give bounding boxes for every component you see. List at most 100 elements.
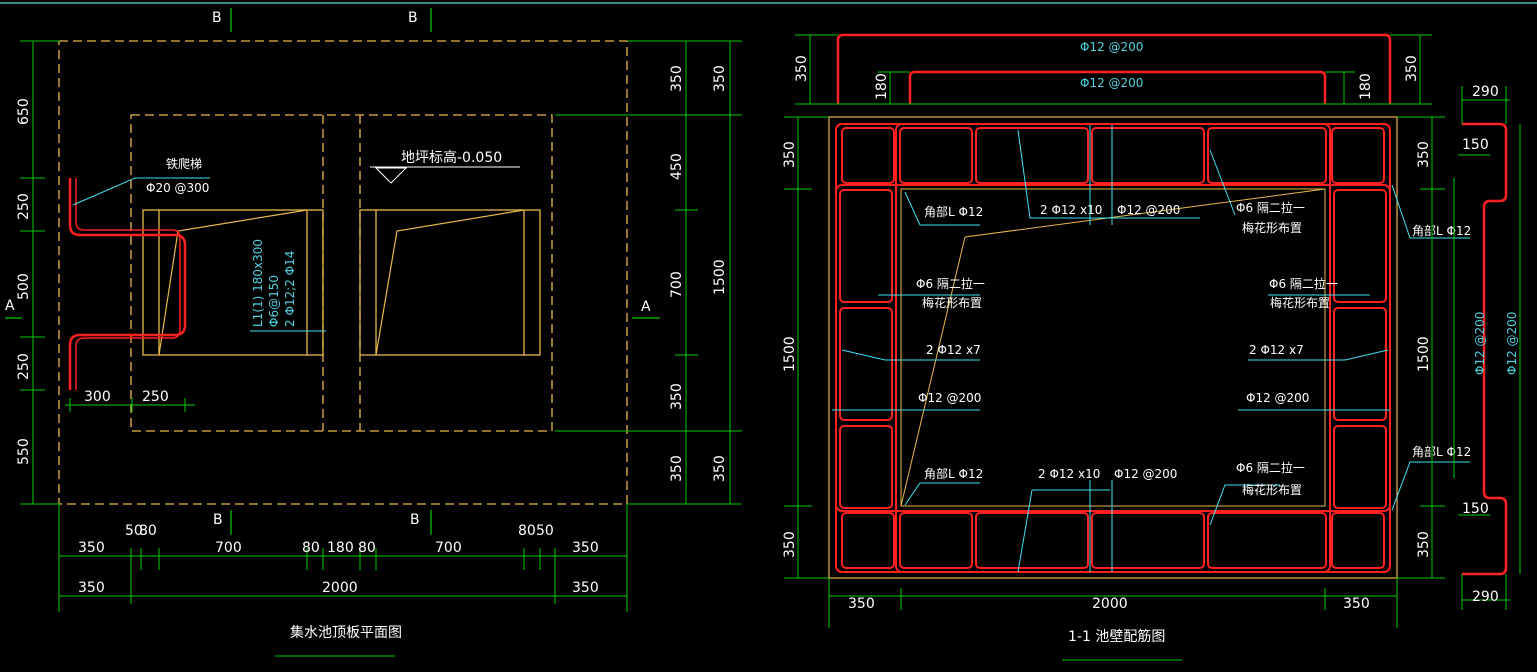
- tie-left-2: 梅花形布置: [922, 295, 982, 310]
- section-left-dims: [784, 116, 829, 579]
- section-bottom-dim-2000: 2000: [1092, 596, 1128, 612]
- section-diagonal-outline: [900, 236, 966, 507]
- section-mark-a-left: A: [5, 298, 22, 319]
- section-mark-b-bottom-right: B: [410, 510, 432, 535]
- ladder-label: 铁爬梯: [166, 157, 202, 171]
- section-title: 1-1 池壁配筋图: [1068, 628, 1165, 645]
- top-bar-outer-label: Φ12 @200: [1080, 40, 1143, 54]
- plan-slab-outline: [58, 40, 628, 505]
- section-top-dim-180-left: 180: [874, 73, 890, 100]
- beam-label-3: 2 Φ12;2 Φ14: [283, 251, 297, 327]
- side-detail-dims: [1453, 86, 1521, 610]
- svg-text:B: B: [408, 10, 418, 26]
- tie-right-2: 梅花形布置: [1270, 295, 1330, 310]
- ladder-dim-250: 250: [142, 389, 169, 405]
- plan-bottom-dim-2: 80: [139, 523, 157, 539]
- section-inner-outline: [900, 188, 1326, 507]
- section-view: Φ12 @200 Φ12 @200 350 180 180 350: [782, 33, 1521, 661]
- plan-opening-left: [142, 209, 324, 356]
- top-bar-outer: [836, 33, 1392, 104]
- tie-bottom-1: Φ6 隔二拉一: [1236, 460, 1305, 475]
- plan-right-dims: [555, 40, 742, 505]
- side-detail-dim-150-top: 150: [1462, 137, 1489, 153]
- elevation-marker: [374, 167, 408, 184]
- tie-right-1: Φ6 隔二拉一: [1269, 276, 1338, 291]
- corner-bar-left-bottom: 角部L Φ12: [924, 466, 983, 481]
- beam-label-2: Φ6@150: [267, 275, 281, 327]
- plan-right-dim-350a: 350: [669, 65, 685, 92]
- corner-bar-label-top-left: 角部L Φ12: [924, 204, 983, 219]
- svg-text:A: A: [641, 299, 651, 315]
- bars-bottom-1: 2 Φ12 x10: [1038, 467, 1100, 481]
- plan-bottom-dim-9: 50: [536, 523, 554, 539]
- section-top-dims: [795, 34, 1432, 105]
- side-detail-dim-290-bottom: 290: [1472, 589, 1499, 605]
- section-top-dim-350-right: 350: [1404, 55, 1420, 82]
- top-bar-inner-label: Φ12 @200: [1080, 76, 1143, 90]
- bars-top-2: Φ12 @200: [1117, 203, 1180, 217]
- section-bottom-dim-350b: 350: [1343, 596, 1370, 612]
- plan-view: 铁爬梯 Φ20 @300 地坪标高-0.050 L1(1) 180x300 Φ6…: [5, 8, 742, 657]
- section-mark-b-top-left: B: [212, 8, 232, 32]
- section-right-dim-350b: 350: [1416, 531, 1432, 558]
- plan-bottom-dim-10: 350: [572, 540, 599, 556]
- section-bottom-dim-350a: 350: [848, 596, 875, 612]
- plan-right-dim-350c: 350: [669, 455, 685, 482]
- section-left-dim-350a: 350: [782, 141, 798, 168]
- bars-side-left: 2 Φ12 x7: [926, 343, 981, 357]
- section-right-dims: [1397, 116, 1445, 579]
- plan-opening-right: [359, 209, 541, 356]
- plan-bottom-dim-8: 80: [518, 523, 536, 539]
- top-bar-inner: [908, 70, 1327, 104]
- corner-bar-right-top: 角部L Φ12: [1412, 223, 1471, 238]
- rebar-cage: [835, 123, 1391, 573]
- tie-top-right-1: Φ6 隔二拉一: [1236, 200, 1305, 215]
- section-mark-b-top-right: B: [408, 8, 432, 32]
- plan-bottom-dim-7: 700: [435, 540, 462, 556]
- ladder-bar-label: Φ20 @300: [146, 181, 209, 195]
- bars-mid-left: Φ12 @200: [918, 391, 981, 405]
- section-mark-a-right: A: [632, 299, 660, 319]
- ladder-rebar: [68, 178, 187, 390]
- section-top-dim-350-left: 350: [794, 55, 810, 82]
- tie-left-1: Φ6 隔二拉一: [916, 276, 985, 291]
- section-bottom-dims: [828, 578, 1398, 628]
- svg-text:B: B: [212, 10, 222, 26]
- plan-bottom-dims: [58, 504, 628, 612]
- section-top-dim-180-right: 180: [1358, 73, 1374, 100]
- plan-bottom-dim-4: 80: [302, 540, 320, 556]
- plan-left-dim-250b: 250: [16, 353, 32, 380]
- plan-right-dim-450: 450: [669, 153, 685, 180]
- section-right-dim-350a: 350: [1416, 141, 1432, 168]
- section-right-dim-1500: 1500: [1416, 336, 1432, 372]
- plan-bottom-dim-5: 180: [327, 540, 354, 556]
- section-left-dim-1500: 1500: [782, 336, 798, 372]
- plan-right-outer-350a: 350: [712, 65, 728, 92]
- ladder-dim-300: 300: [84, 389, 111, 405]
- plan-left-dim-250a: 250: [16, 193, 32, 220]
- plan-right-dim-350b: 350: [669, 383, 685, 410]
- side-detail-dim-150-bottom: 150: [1462, 501, 1489, 517]
- tie-bottom-2: 梅花形布置: [1242, 482, 1302, 497]
- plan-total-dim-2: 350: [572, 580, 599, 596]
- plan-left-dim-650: 650: [16, 98, 32, 125]
- svg-text:A: A: [5, 298, 15, 314]
- plan-right-dim-700: 700: [669, 271, 685, 298]
- ladder-dims: [65, 398, 195, 412]
- plan-bottom-dim-1: 50: [125, 523, 143, 539]
- plan-left-dim-500: 500: [16, 273, 32, 300]
- bars-mid-right: Φ12 @200: [1246, 391, 1309, 405]
- plan-bottom-dim-0: 350: [78, 540, 105, 556]
- side-detail-bar-2: Φ12 @200: [1505, 312, 1519, 375]
- floor-elevation-label: 地坪标高-0.050: [401, 149, 502, 166]
- plan-title: 集水池顶板平面图: [290, 624, 402, 641]
- plan-bottom-dim-6: 80: [358, 540, 376, 556]
- plan-total-dim-1: 2000: [322, 580, 358, 596]
- section-mark-b-bottom-left: B: [213, 510, 232, 535]
- plan-cover-right: [375, 209, 525, 356]
- bars-side-right: 2 Φ12 x7: [1249, 343, 1304, 357]
- side-detail-rebar: [1462, 122, 1508, 576]
- side-detail-bar-1: Φ12 @200: [1473, 312, 1487, 375]
- plan-left-dim-550: 550: [16, 438, 32, 465]
